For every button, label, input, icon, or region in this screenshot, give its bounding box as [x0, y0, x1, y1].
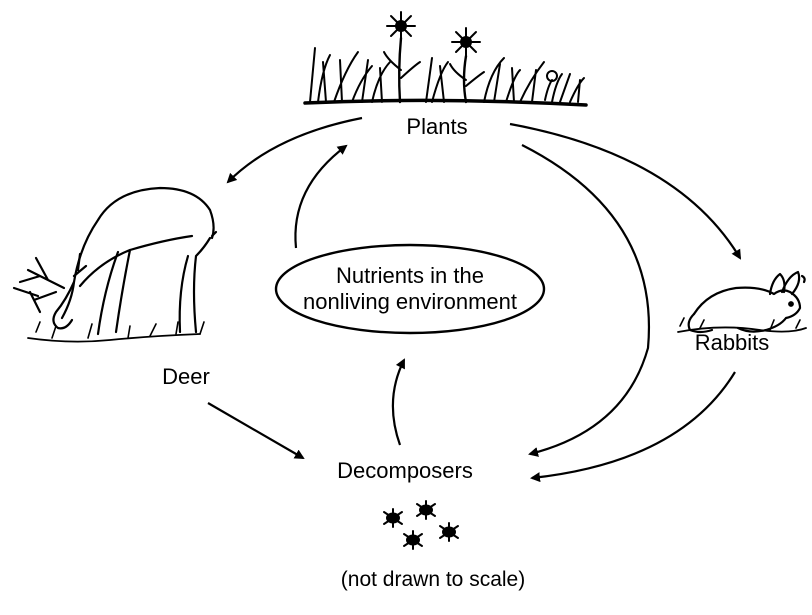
rabbit-icon [677, 270, 807, 334]
deer-label: Deer [162, 364, 210, 389]
arrow-nutrients-to-plants [294, 144, 348, 249]
nutrients-label-line1: Nutrients in the [336, 263, 484, 289]
plants-label: Plants [406, 114, 468, 139]
deer-icon [12, 186, 218, 343]
arrow-plants-to-decomposers [521, 144, 650, 457]
decomposers-label: Decomposers [337, 458, 473, 483]
arrows [207, 116, 742, 483]
nutrients-label-line2: nonliving environment [302, 289, 518, 314]
arrow-rabbits-to-decomposers [530, 371, 736, 483]
nutrients-ellipse [274, 243, 546, 335]
plants-icon [303, 11, 588, 107]
arrow-plants-to-rabbits [509, 122, 742, 260]
rabbits-label: Rabbits [694, 330, 770, 355]
nutrients-label: Nutrients in the nonliving environment [275, 247, 545, 331]
scale-caption: (not drawn to scale) [340, 568, 526, 591]
arrow-plants-to-deer [226, 116, 363, 184]
arrow-decomposers-to-nutrients [391, 358, 405, 446]
decomposers-icon [383, 500, 459, 550]
arrow-deer-to-decomposers [207, 402, 305, 460]
